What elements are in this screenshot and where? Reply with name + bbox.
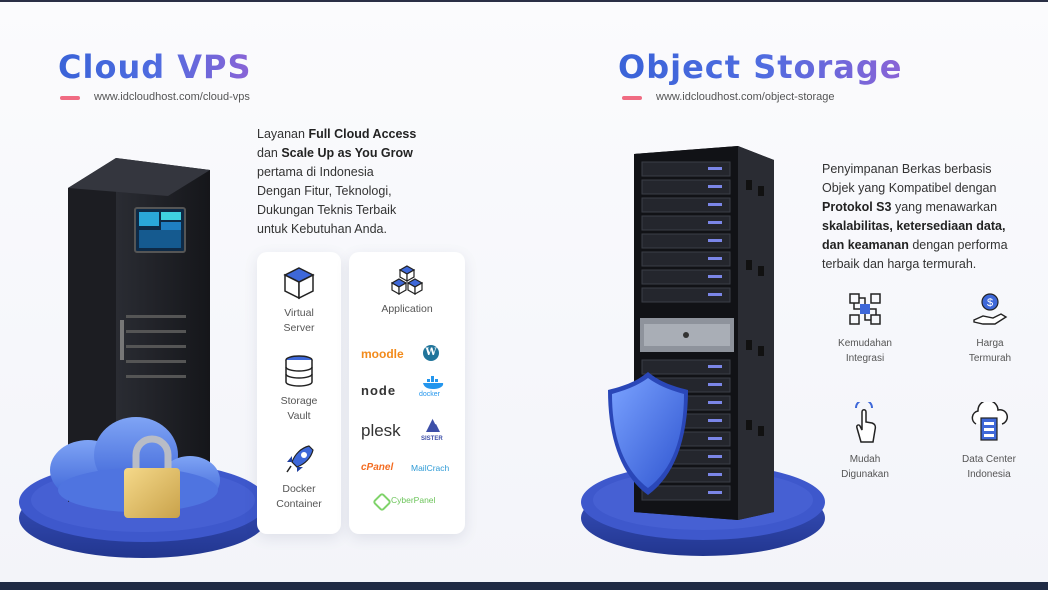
url-accent-bar [60,96,80,100]
sister-logo: SISTER [421,436,443,442]
tap-hand-icon [855,402,877,443]
bottom-bar [0,582,1048,590]
cloud-vps-url[interactable]: www.idcloudhost.com/cloud-vps [94,91,250,103]
plesk-logo: plesk [361,421,401,440]
application-label: Application [381,303,433,315]
cloud-vps-description: Layanan Full Cloud Access dan Scale Up a… [257,127,417,236]
cloud-vps-server-illustration [19,158,267,558]
application-blocks-icon [391,265,423,296]
top-border [0,0,1048,2]
moodle-logo: moodle [361,347,404,361]
cpanel-logo: cPanel [361,462,394,473]
sister-emblem-icon [426,417,440,432]
docker-logo: docker [419,391,441,398]
object-storage-url[interactable]: www.idcloudhost.com/object-storage [656,91,835,103]
application-card: Application moodle W node docker plesk S… [349,252,465,534]
rocket-icon [286,445,314,473]
nodejs-logo: node [361,383,397,398]
docker-whale-icon [423,376,444,389]
object-storage-description: Penyimpanan Berkas berbasis Objek yang K… [822,162,1008,271]
cloud-vps-title: Cloud VPS [58,48,252,86]
money-hand-icon: $ [973,293,1008,325]
url-accent-bar [622,96,642,100]
database-icon [285,355,313,387]
mailcrach-logo: MailCrach [411,463,450,473]
cyberpanel-logo: CyberPanel [391,495,436,505]
object-storage-server-illustration [581,146,825,556]
wordpress-logo: W [423,345,439,361]
circuit-chip-icon [849,293,881,325]
svg-text:$: $ [987,297,993,309]
cyberpanel-icon [372,492,392,512]
object-storage-title: Object Storage [618,48,903,86]
cube-icon [283,267,315,300]
cloud-server-icon [971,402,1008,441]
